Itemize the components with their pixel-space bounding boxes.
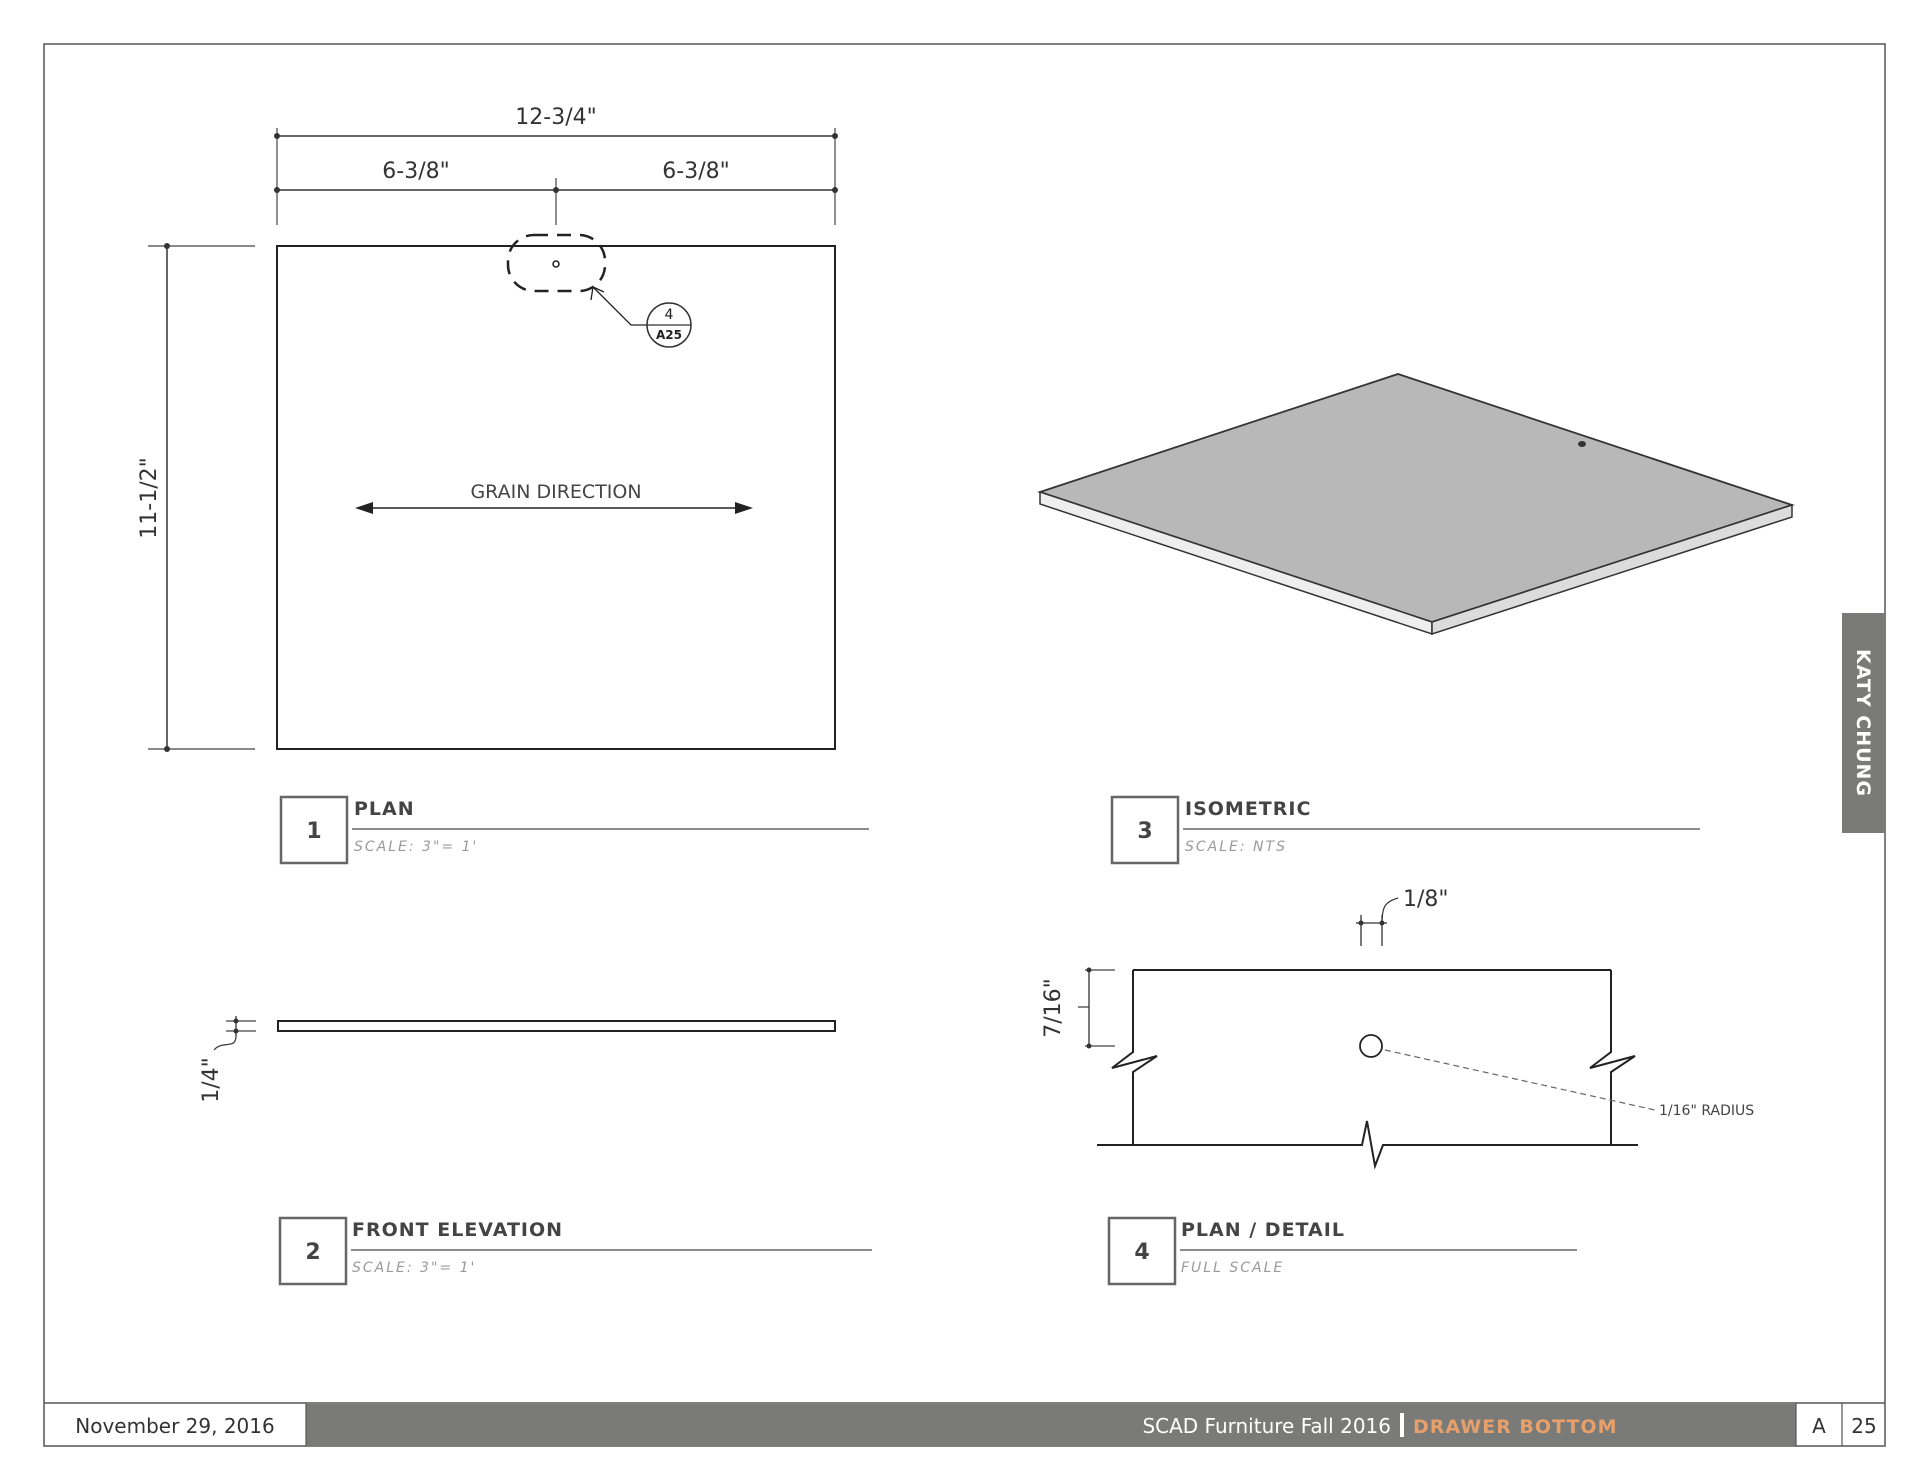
front-elevation-view: 1/4": [199, 1016, 836, 1103]
view-title-1: 1 PLAN SCALE: 3"= 1': [279, 795, 869, 865]
plan-depth-label: 11-1/2": [137, 457, 162, 538]
view-title-2: 2 FRONT ELEVATION SCALE: 3"= 1': [278, 1216, 872, 1286]
isometric-hole: [1578, 441, 1586, 447]
plan-overall-width-label: 12-3/4": [515, 105, 596, 130]
plan-half-right-label: 6-3/8": [662, 159, 729, 184]
plan-half-left-label: 6-3/8": [382, 159, 449, 184]
detail-right-break-line: [1589, 970, 1636, 1145]
elevation-panel-outline: [277, 1020, 836, 1032]
elevation-thickness-label: 1/4": [199, 1057, 224, 1103]
plan-view: 12-3/4" 6-3/8" 6-3/8" 11-1/2" GRAIN DIRE…: [137, 105, 838, 752]
grain-direction-label: GRAIN DIRECTION: [470, 481, 641, 503]
view-title: ISOMETRIC: [1185, 798, 1311, 820]
view-title-3: 3 ISOMETRIC SCALE: NTS: [1110, 795, 1700, 865]
view-scale: SCALE: 3"= 1': [354, 839, 478, 855]
detail-callout-number: 4: [665, 307, 674, 323]
footer-date: November 29, 2016: [75, 1414, 274, 1438]
view-title: PLAN / DETAIL: [1181, 1219, 1345, 1241]
detail-callout-bubble: [506, 233, 607, 293]
designer-name-label: KATY CHUNG: [1852, 649, 1874, 797]
detail-left-break-line: [1111, 970, 1158, 1145]
detail-small-dimension-label: 1/8": [1403, 887, 1449, 912]
footer-title-block: November 29, 2016 SCAD Furniture Fall 20…: [44, 1402, 1885, 1446]
view-title: PLAN: [354, 798, 415, 820]
isometric-panel-edge-right: [1431, 503, 1793, 636]
view-number: 3: [1137, 819, 1152, 844]
view-title: FRONT ELEVATION: [352, 1219, 563, 1241]
view-number: 4: [1134, 1240, 1149, 1265]
view-scale: SCALE: NTS: [1185, 839, 1287, 855]
detail-radius-note: 1/16" RADIUS: [1659, 1103, 1754, 1119]
isometric-panel-top: [1037, 373, 1795, 623]
view-number: 2: [305, 1240, 320, 1265]
detail-bottom-break-line: [1097, 1120, 1638, 1170]
detail-callout-tag: 4 A25: [646, 302, 692, 348]
footer-divider: [1400, 1413, 1404, 1437]
footer-sheet-title: DRAWER BOTTOM: [1413, 1416, 1617, 1438]
view-title-4: 4 PLAN / DETAIL FULL SCALE: [1107, 1216, 1577, 1286]
footer-sheet-letter: A: [1812, 1414, 1826, 1438]
view-scale: SCALE: 3"= 1': [352, 1260, 476, 1276]
view-number: 1: [306, 819, 321, 844]
isometric-view: [1037, 373, 1795, 636]
detail-height-dimension-label: 7/16": [1041, 978, 1066, 1038]
view-scale: FULL SCALE: [1181, 1260, 1284, 1276]
detail-radius-leader: [1384, 1049, 1656, 1111]
detail-hole: [1359, 1034, 1383, 1058]
plan-panel-outline: [276, 245, 836, 750]
footer-project: SCAD Furniture Fall 2016: [1142, 1414, 1391, 1438]
plan-detail-view: 1/16" RADIUS 1/8" 7/16": [1041, 887, 1754, 1170]
designer-name-tab: KATY CHUNG: [1842, 613, 1885, 833]
detail-callout-sheet: A25: [656, 328, 682, 342]
footer-sheet-number: 25: [1851, 1414, 1876, 1438]
